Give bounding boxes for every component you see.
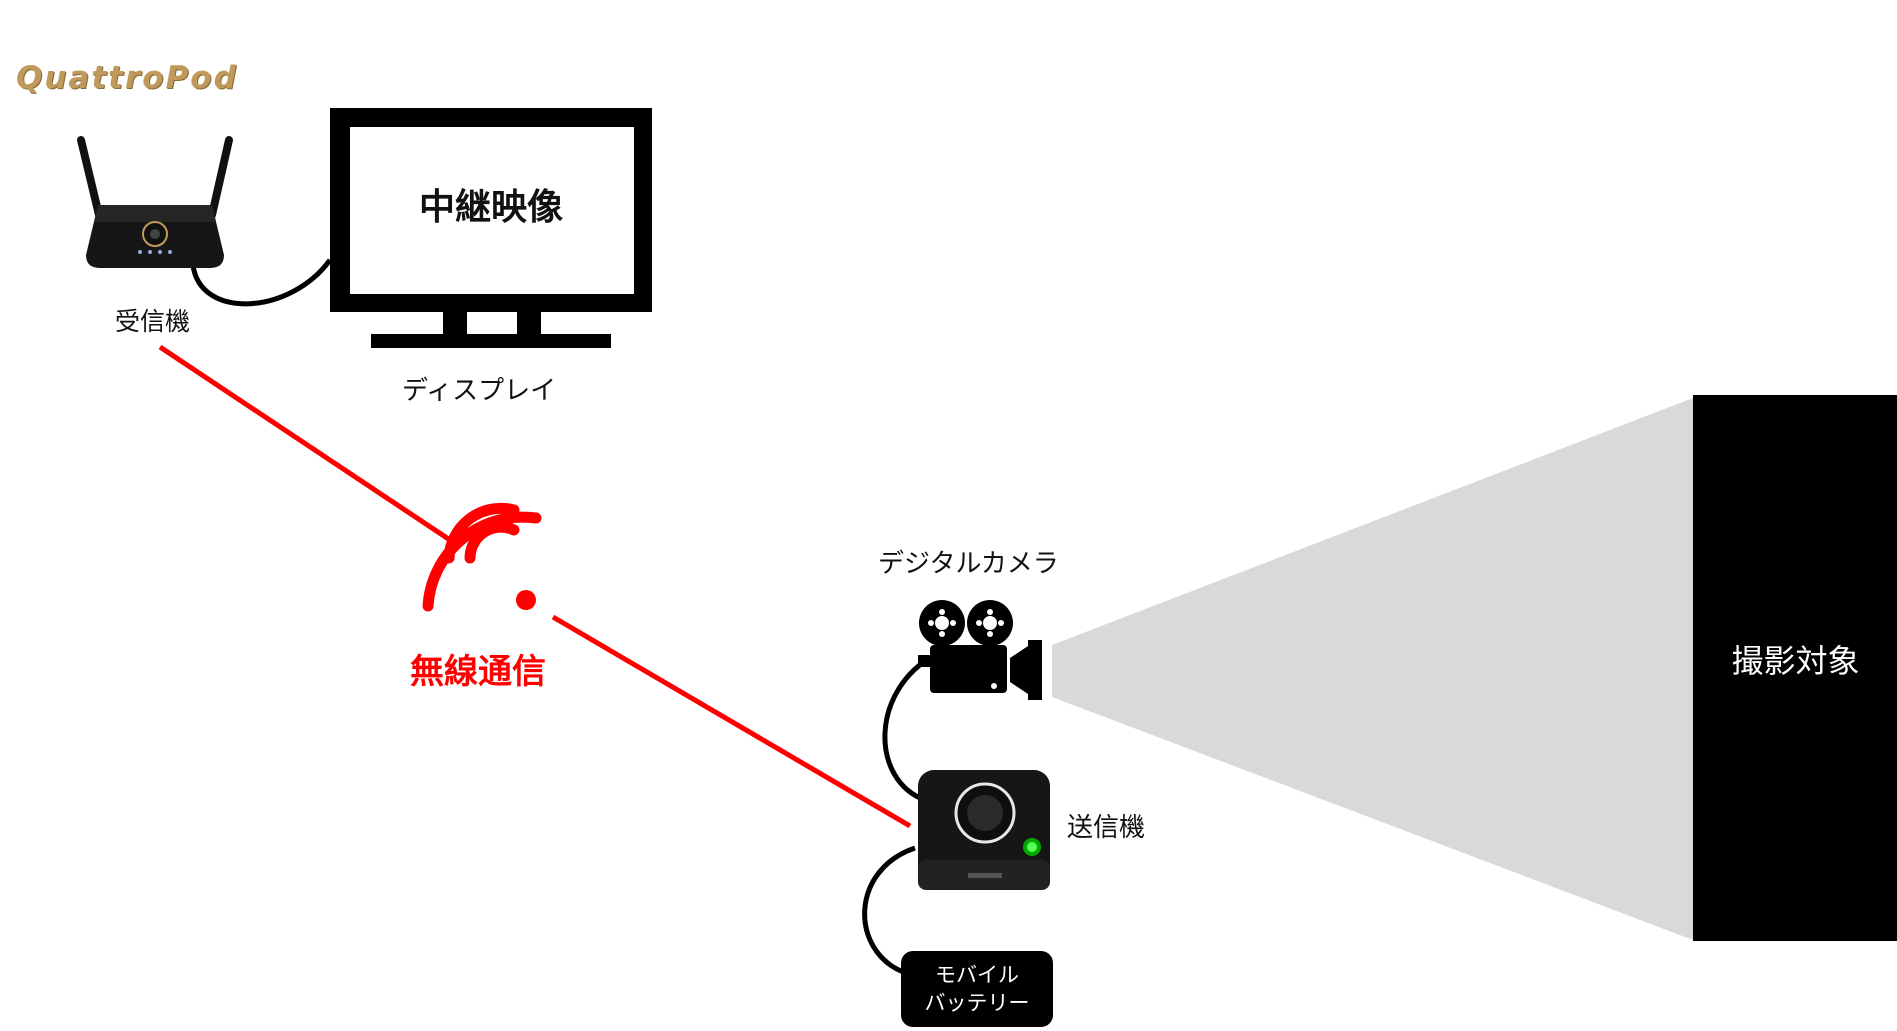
monitor-icon [330, 108, 652, 348]
target-label: 撮影対象 [1731, 642, 1860, 680]
camera-label: デジタルカメラ [878, 549, 1059, 579]
sender-device-icon [918, 770, 1050, 890]
target-panel [1693, 395, 1897, 941]
sender-label: 送信機 [1067, 813, 1146, 843]
camera-view-cone [1052, 398, 1693, 940]
wireless-line-receiver [158, 344, 452, 543]
battery-label-line2: バッテリー [924, 991, 1030, 1015]
movie-camera-icon [918, 600, 1042, 700]
battery-label-line1: モバイル [935, 962, 1019, 987]
wifi-signal-icon [422, 502, 542, 612]
wireless-label: 無線通信 [410, 652, 546, 692]
receiver-label: 受信機 [115, 307, 191, 336]
mobile-battery: モバイル バッテリー [901, 951, 1053, 1027]
wireless-line-sender [551, 614, 912, 829]
hdmi-cable [190, 258, 333, 307]
display-label: ディスプレイ [402, 376, 557, 406]
screen-content-label: 中継映像 [418, 187, 563, 228]
camera-cable [882, 652, 937, 803]
quattropod-logo: QuattroPod [16, 60, 238, 96]
battery-cable [862, 845, 916, 975]
router-icon [77, 136, 233, 268]
